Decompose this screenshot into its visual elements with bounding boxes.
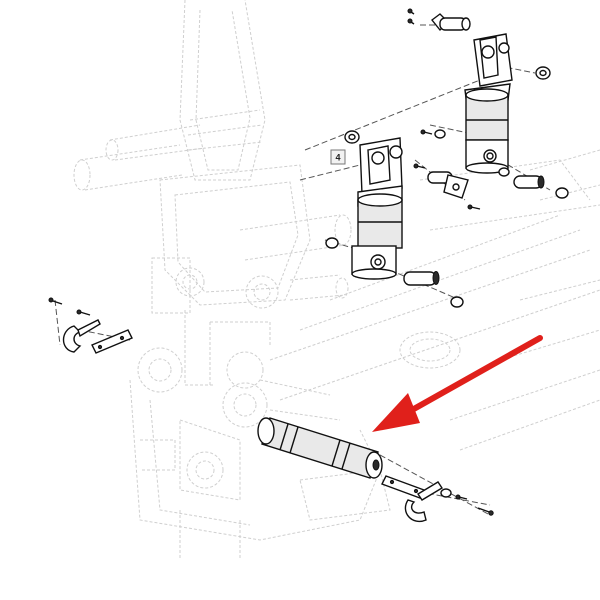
callout-label: 4 [335, 153, 340, 163]
screw-icon [76, 309, 91, 316]
washer-icon [535, 66, 551, 80]
bolt-icon [477, 507, 494, 516]
lower-right-hardware [381, 475, 494, 523]
screw-icon [467, 204, 481, 210]
screw-icon [407, 8, 415, 15]
pin-with-plate-icon [431, 13, 471, 32]
left-hardware-group [48, 297, 133, 354]
o-ring-icon [325, 237, 339, 249]
middle-hardware-group [413, 129, 569, 210]
hydraulic-cylinder-upper [464, 83, 511, 174]
o-ring-icon [450, 296, 464, 308]
pin-icon [513, 175, 545, 189]
screw-icon [413, 163, 426, 169]
top-hardware-group [344, 8, 551, 144]
screw-icon [455, 494, 468, 500]
clevis-top-icon [473, 33, 513, 87]
o-ring-icon [434, 129, 446, 139]
lower-cylinder-hardware [325, 237, 464, 308]
callout-box: 4 [330, 149, 346, 165]
hydraulic-cylinder-lower [351, 137, 403, 280]
red-arrow-indicator [372, 335, 543, 432]
screw-icon [420, 129, 433, 135]
boom-ghost-outline [73, 0, 600, 560]
bolt-icon [48, 297, 63, 305]
o-ring-icon [498, 167, 510, 177]
washer-icon [440, 488, 452, 498]
plate-icon [91, 329, 133, 354]
locking-clip-icon [404, 481, 443, 523]
washer-icon [344, 130, 360, 144]
pin-with-plate-icon [427, 171, 469, 199]
screw-icon [407, 18, 415, 25]
highlighted-pivot-pin [257, 417, 383, 479]
pin-icon [403, 271, 440, 286]
locking-clip-icon [62, 319, 101, 353]
o-ring-icon [555, 187, 569, 199]
